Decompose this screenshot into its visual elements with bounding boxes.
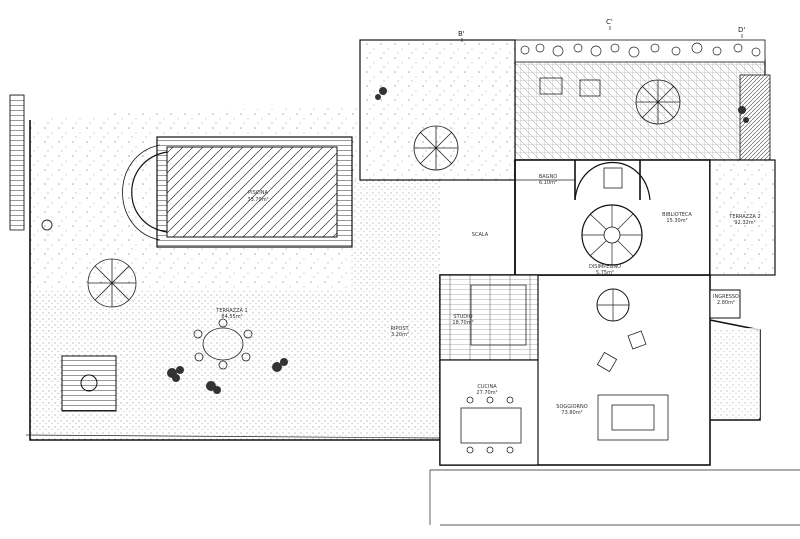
room-area-terrazza1: 84.55m² bbox=[221, 314, 242, 320]
spiral-stair bbox=[574, 162, 651, 322]
room-label-biblioteca: BIBLIOTECA bbox=[662, 212, 692, 218]
room-label-scale: SCALA bbox=[472, 232, 489, 238]
axis-label-b: B' bbox=[458, 30, 465, 38]
plant-row bbox=[520, 42, 761, 58]
room-area-piscina: 33.70m² bbox=[247, 197, 268, 203]
room-label-ripost: RIPOST. bbox=[390, 326, 410, 332]
room-area-biblioteca: 15.30m² bbox=[666, 218, 687, 224]
room-label-piscina: PISCINA bbox=[248, 190, 268, 196]
deck-planter bbox=[61, 355, 117, 412]
axis-label-d: D' bbox=[738, 26, 745, 34]
room-area-cucina: 27.70m² bbox=[476, 390, 497, 396]
room-label-ingresso: INGRESSO bbox=[713, 294, 739, 300]
room-label-studio: STUDIO bbox=[453, 314, 472, 320]
room-area-soggiorno: 73.80m² bbox=[561, 410, 582, 416]
axis-markers: B' C' D' bbox=[458, 18, 745, 42]
umbrellas bbox=[87, 79, 681, 308]
room-area-disimpegno: 5.75m² bbox=[596, 270, 614, 276]
room-label-disimpegno: DISIMPEGNO bbox=[589, 264, 621, 270]
room-label-bagno: BAGNO bbox=[539, 174, 557, 180]
room-area-studio: 18.70m² bbox=[452, 320, 473, 326]
room-area-ripost: 3.20m² bbox=[391, 332, 409, 338]
axis-label-c: C' bbox=[606, 18, 613, 26]
room-labels: PISCINA 33.70m² TERRAZZA 1 84.55m² TERRA… bbox=[215, 174, 760, 416]
room-area-terrazza2: 92.32m² bbox=[734, 220, 755, 226]
interior-furniture bbox=[460, 77, 669, 454]
room-area-bagno: 6.10m² bbox=[539, 180, 557, 186]
left-stair bbox=[9, 94, 25, 231]
room-label-cucina: CUCINA bbox=[477, 384, 497, 390]
shrubs bbox=[41, 87, 749, 394]
terrace-table bbox=[193, 318, 253, 370]
room-label-soggiorno: SOGGIORNO bbox=[556, 404, 587, 410]
room-label-terrazza2: TERRAZZA 2 bbox=[728, 214, 760, 220]
room-area-ingresso: 2.80m² bbox=[717, 300, 735, 306]
pool bbox=[122, 136, 353, 248]
terrace-right-area bbox=[359, 39, 771, 181]
room-label-terrazza1: TERRAZZA 1 bbox=[215, 308, 247, 314]
